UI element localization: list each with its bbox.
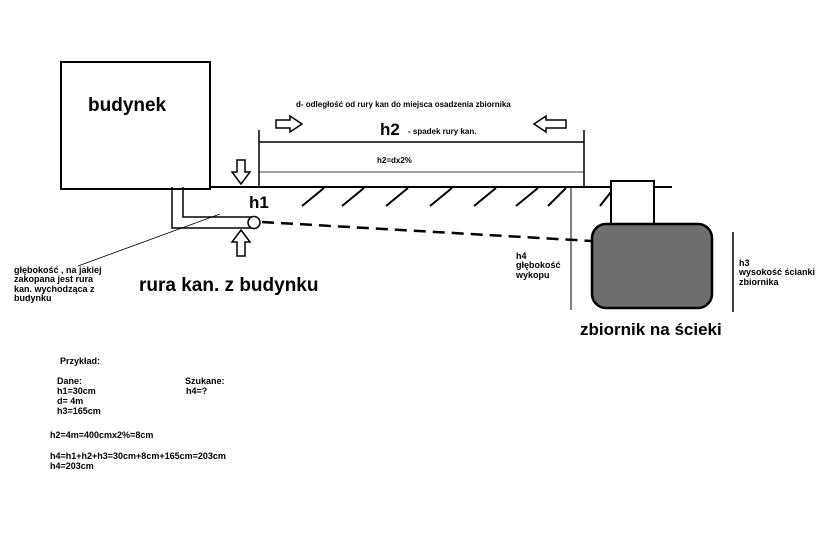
given-d: d= 4m <box>57 396 84 406</box>
sloped-pipe-dashed <box>261 220 593 243</box>
calc-h2: h2=4m=400cmx2%=8cm <box>50 430 154 440</box>
building-box <box>60 61 211 190</box>
tank-neck <box>610 180 655 226</box>
given-h3: h3=165cm <box>57 406 101 416</box>
example-title: Przykład: <box>60 356 101 366</box>
building-label: budynek <box>88 95 167 116</box>
h2-label: h2 <box>380 120 400 139</box>
arrow-down-icon <box>230 159 252 186</box>
h1-label: h1 <box>249 193 269 212</box>
result-h4: h4=203cm <box>50 461 94 471</box>
sought-value: h4=? <box>186 386 208 396</box>
sought-header: Szukane: <box>185 376 225 386</box>
ground-hatching <box>301 187 615 207</box>
arrow-right-icon <box>275 114 304 134</box>
h4-description: h4 głębokość wykopu <box>516 251 561 280</box>
building-pipe <box>171 187 254 229</box>
arrow-left-icon <box>532 114 567 134</box>
given-h1: h1=30cm <box>57 386 96 396</box>
pipe-end <box>247 215 261 230</box>
h3-description: h3 wysokość ścianki zbiornika <box>739 258 816 287</box>
d-description: d- odległość od rury kan do miejsca osad… <box>296 100 511 109</box>
pipe-label: rura kan. z budynku <box>139 275 319 296</box>
depth-note-leader <box>77 213 221 267</box>
h2-description: - spadek rury kan. <box>408 127 477 136</box>
tank-label: zbiornik na ścieki <box>580 320 722 339</box>
tank-body <box>590 222 714 310</box>
arrow-up-icon <box>230 228 252 257</box>
h2-formula: h2=dx2% <box>377 156 412 165</box>
depth-note: głębokość , na jakiej zakopana jest rura… <box>14 265 102 304</box>
calc-h4: h4=h1+h2+h3=30cm+8cm+165cm=203cm <box>50 451 226 461</box>
given-header: Dane: <box>57 376 83 386</box>
